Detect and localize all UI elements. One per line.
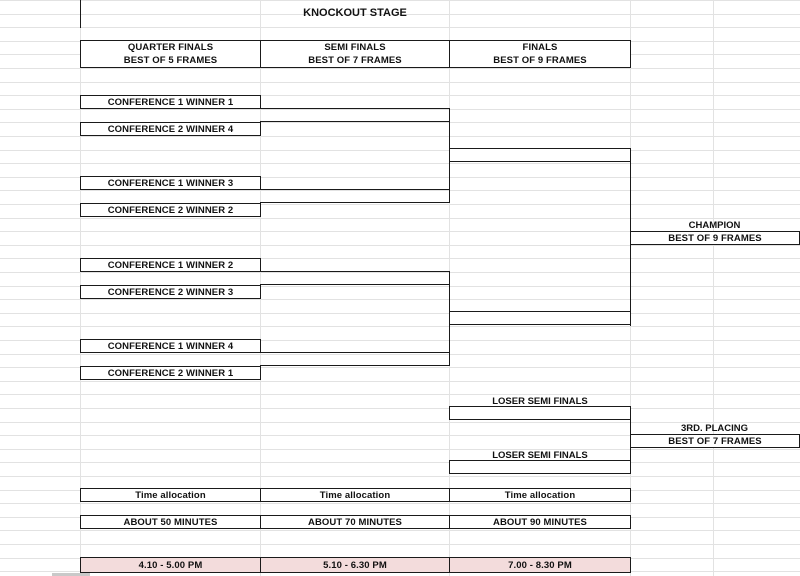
loser-semi-label: LOSER SEMI FINALS [492,395,588,407]
bracket-line [260,352,450,353]
quarter-slot[interactable]: CONFERENCE 1 WINNER 4 [80,339,261,353]
third-place-format[interactable]: BEST OF 7 FRAMES [630,434,800,448]
header-semi-finals[interactable]: SEMI FINALS [260,40,450,55]
quarter-slot[interactable]: CONFERENCE 2 WINNER 3 [80,285,261,299]
bracket-line [260,108,450,109]
bracket-line [260,365,450,366]
duration-cell[interactable]: ABOUT 70 MINUTES [260,515,450,529]
bracket-line [260,121,450,122]
final-slot-top[interactable] [449,148,631,162]
champion-format[interactable]: BEST OF 9 FRAMES [630,231,800,245]
header-finals[interactable]: FINALS [449,40,631,55]
bracket-line [260,189,450,190]
time-allocation-label[interactable]: Time allocation [260,488,450,502]
duration-cell[interactable]: ABOUT 90 MINUTES [449,515,631,529]
time-slot-cell[interactable]: 7.00 - 8.30 PM [449,557,631,573]
loser-semi-slot[interactable] [449,460,631,474]
loser-semi-label: LOSER SEMI FINALS [492,449,588,461]
bracket-line [260,202,450,203]
bracket-line [449,271,450,325]
sheet-tab-scrollbar[interactable] [52,573,90,576]
sheet-title: KNOCKOUT STAGE [303,7,407,19]
quarter-slot[interactable]: CONFERENCE 2 WINNER 1 [80,366,261,380]
bracket-line [260,271,450,272]
header-finals-format[interactable]: BEST OF 9 FRAMES [449,54,631,68]
header-semi-format[interactable]: BEST OF 7 FRAMES [260,54,450,68]
time-slot-cell[interactable]: 5.10 - 6.30 PM [260,557,450,573]
final-slot-bottom[interactable] [449,311,631,325]
bracket-line [260,284,450,285]
time-allocation-label[interactable]: Time allocation [449,488,631,502]
duration-cell[interactable]: ABOUT 50 MINUTES [80,515,261,529]
column-divider [80,0,81,28]
bracket-line [449,108,450,162]
quarter-slot[interactable]: CONFERENCE 2 WINNER 2 [80,203,261,217]
champion-label: CHAMPION [688,219,741,231]
header-quarter-finals[interactable]: QUARTER FINALS [80,40,261,55]
quarter-slot[interactable]: CONFERENCE 1 WINNER 3 [80,176,261,190]
time-slot-cell[interactable]: 4.10 - 5.00 PM [80,557,261,573]
bracket-line [449,148,450,203]
bracket-line [449,311,450,366]
header-quarter-format[interactable]: BEST OF 5 FRAMES [80,54,261,68]
loser-semi-slot[interactable] [449,406,631,420]
quarter-slot[interactable]: CONFERENCE 2 WINNER 4 [80,122,261,136]
third-place-label: 3RD. PLACING [680,422,749,434]
time-allocation-label[interactable]: Time allocation [80,488,261,502]
quarter-slot[interactable]: CONFERENCE 1 WINNER 2 [80,258,261,272]
quarter-slot[interactable]: CONFERENCE 1 WINNER 1 [80,95,261,109]
